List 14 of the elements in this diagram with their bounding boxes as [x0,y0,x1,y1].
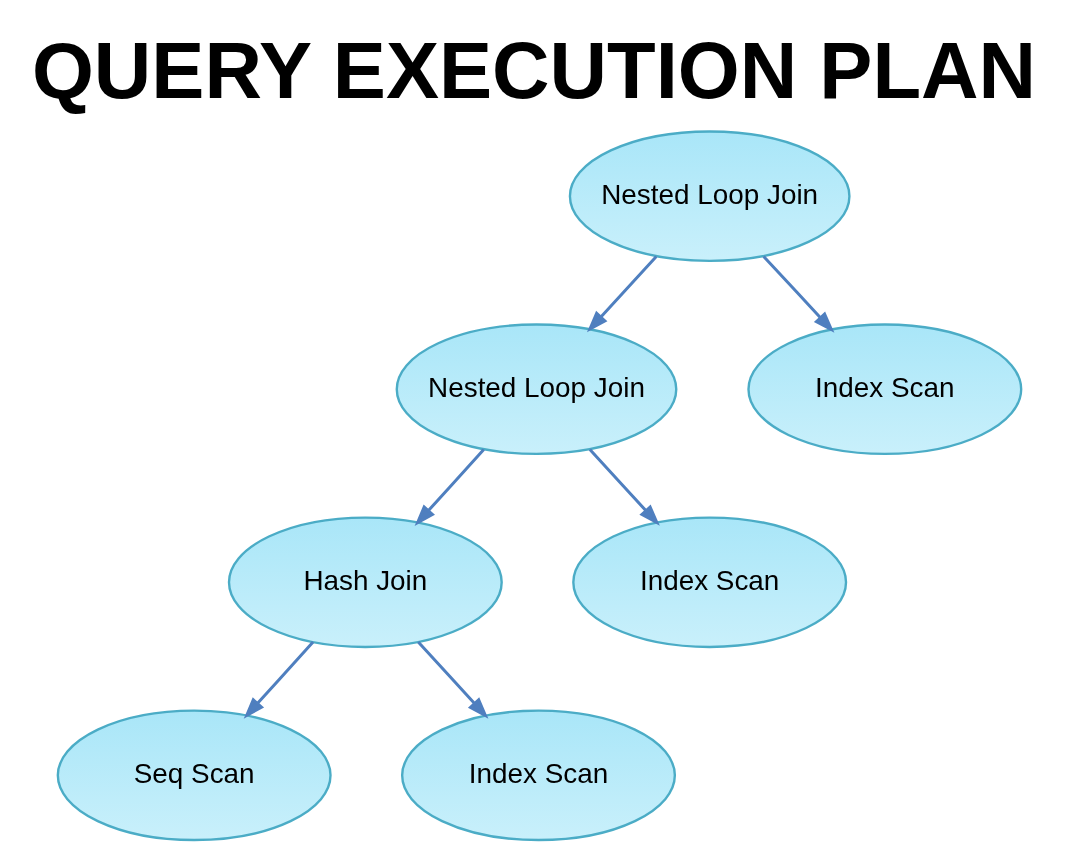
arrow [762,254,835,333]
arrow [417,640,489,719]
arrow [414,448,485,526]
diagram-title: QUERY EXECUTION PLAN [31,25,1037,115]
node-ellipse: Index Scan [572,515,848,648]
arrow [586,254,658,332]
node-ellipse: Nested Loop Join [568,129,851,262]
node-ellipse: Nested Loop Join [395,322,678,455]
node-ellipse: Hash Join [227,515,503,648]
node-ellipse: Index Scan [400,708,677,841]
node-ellipse: Seq Scan [56,708,332,841]
arrow [243,640,315,719]
node-ellipse: Index Scan [747,322,1023,455]
arrow [588,447,660,526]
